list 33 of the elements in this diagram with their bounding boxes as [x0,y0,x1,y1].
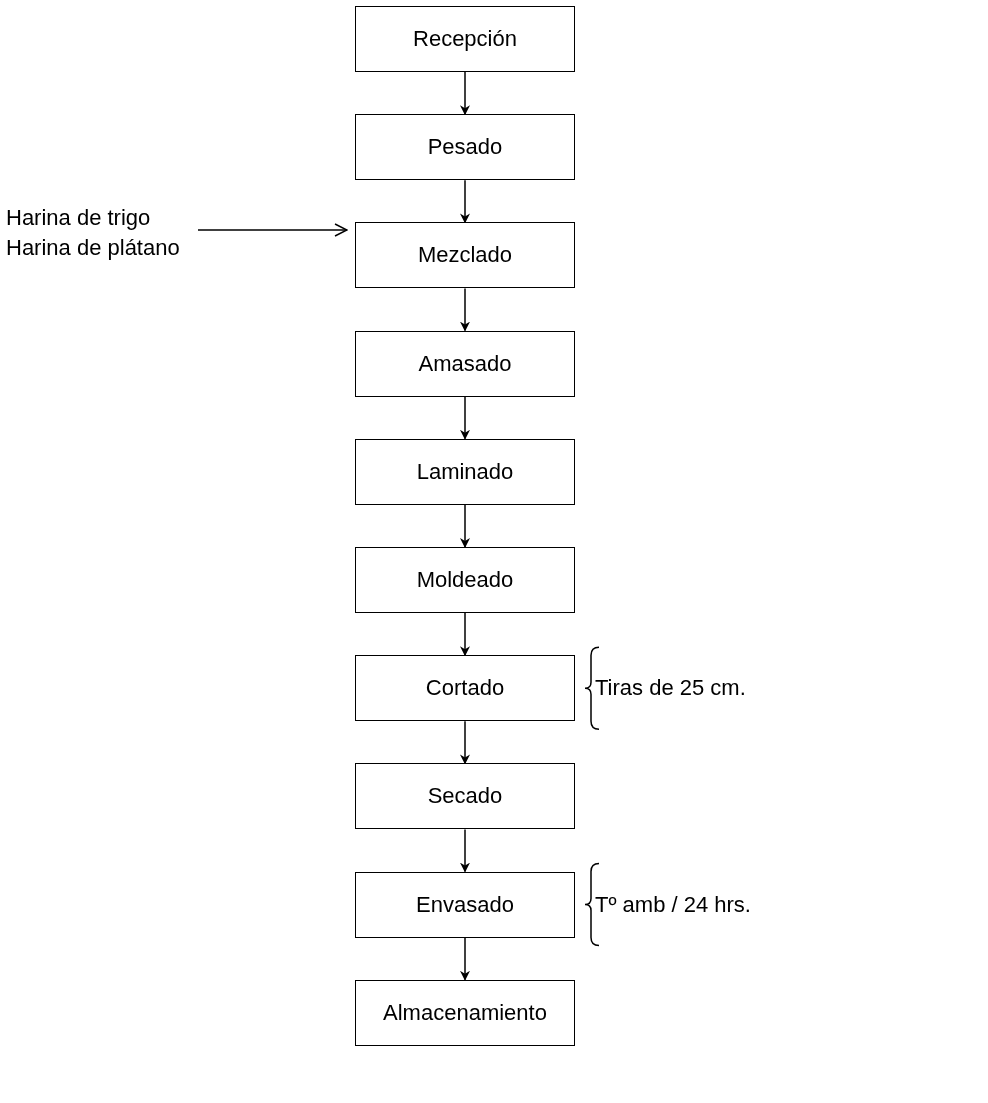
process-box [355,6,575,72]
step-label: Recepción [413,26,517,52]
step-label: Laminado [416,458,514,485]
input-label: Harina de trigo Harina de plátano [6,203,198,263]
arrow [197,223,348,237]
process-box [355,547,575,613]
step-note: Tiras de 25 cm. [595,675,746,702]
step-label: Mezclado [417,242,513,269]
process-box [355,438,575,505]
step-label: Almacenamiento [383,999,547,1026]
arrow [460,720,470,765]
step-label: Secado [427,783,503,810]
arrow [460,504,470,548]
arrow [460,612,470,657]
process-box [355,330,575,397]
step-label: Cortado [425,675,505,702]
arrow [460,179,470,224]
process-box [355,655,575,722]
step-label: Envasado [416,891,514,918]
step-label: Pesado [427,134,503,161]
arrow [460,71,470,116]
step-note: Tº amb / 24 hrs. [595,891,751,918]
process-box [355,763,575,830]
arrow [460,936,470,981]
process-box [355,871,575,938]
step-label: Moldeado [416,567,514,593]
process-box [355,979,575,1046]
process-box [355,114,575,181]
step-label: Amasado [418,350,512,377]
arrow [460,395,470,440]
arrow [460,828,470,873]
arrow [460,287,470,332]
process-box [355,222,575,289]
